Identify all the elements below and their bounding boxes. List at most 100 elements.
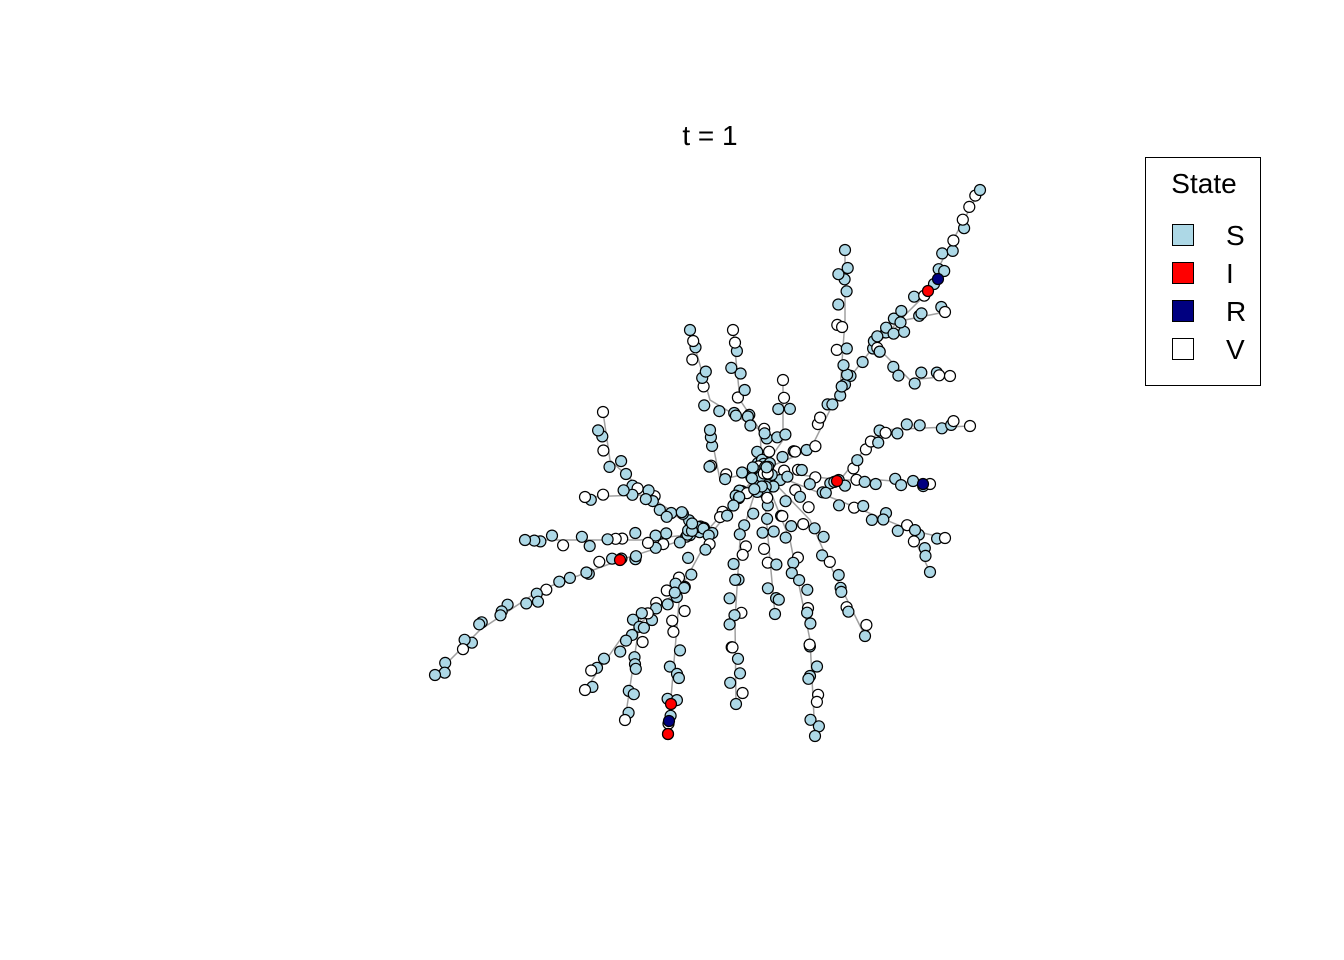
node-s: [629, 550, 643, 563]
node-s: [923, 565, 937, 579]
node-v: [757, 542, 771, 556]
node-s: [660, 527, 673, 540]
node-s: [857, 499, 870, 513]
node-s: [802, 672, 815, 685]
node-s: [869, 477, 882, 491]
node-s: [804, 617, 817, 630]
node-v: [762, 445, 776, 458]
node-s: [699, 365, 712, 378]
edge: [761, 469, 816, 737]
node-v: [728, 336, 742, 349]
legend-label-r: R: [1226, 296, 1247, 327]
node-i: [664, 697, 678, 711]
node-s: [936, 247, 949, 260]
node-v: [963, 419, 977, 433]
node-s: [815, 549, 829, 562]
node-s: [725, 361, 738, 374]
node-s: [520, 597, 533, 610]
node-s: [603, 460, 616, 473]
node-v: [578, 490, 592, 504]
node-s: [685, 517, 699, 530]
node-s: [810, 660, 824, 673]
node-v: [596, 405, 610, 419]
node-s: [895, 304, 908, 318]
node-s: [787, 556, 800, 569]
node-s: [865, 513, 879, 527]
node-v: [736, 686, 749, 700]
node-s: [428, 668, 442, 682]
node-s: [681, 551, 695, 565]
node-s: [713, 405, 726, 418]
node-s: [629, 526, 642, 540]
node-s: [783, 402, 797, 415]
node-s: [838, 243, 852, 257]
node-s: [614, 645, 627, 658]
edge: [761, 469, 866, 637]
node-s: [635, 607, 648, 620]
node-v: [788, 445, 802, 458]
node-s: [675, 506, 688, 519]
node-v: [556, 539, 570, 552]
node-s: [842, 605, 855, 618]
node-v: [686, 353, 699, 366]
node-s: [720, 509, 734, 522]
node-v: [726, 641, 739, 654]
node-s: [894, 316, 907, 329]
node-s: [563, 571, 577, 585]
node-s: [672, 671, 686, 685]
node-s: [727, 499, 740, 512]
node-s: [800, 606, 814, 619]
node-s: [518, 533, 532, 547]
node-s: [767, 525, 780, 538]
node-s: [601, 533, 614, 546]
node-s: [760, 461, 773, 474]
node-s: [808, 729, 822, 743]
node-s: [580, 566, 593, 579]
node-v: [678, 604, 691, 618]
node-s: [746, 461, 759, 474]
node-v: [907, 535, 921, 548]
node-s: [699, 543, 712, 556]
node-s: [723, 618, 736, 631]
legend-swatch-s: [1172, 224, 1194, 246]
node-v: [963, 200, 976, 213]
node-v: [830, 343, 843, 356]
node-v: [641, 536, 655, 550]
node-v: [879, 426, 892, 439]
node-s: [840, 342, 853, 355]
node-s: [639, 493, 652, 506]
node-s: [900, 418, 913, 431]
node-v: [823, 555, 836, 569]
node-s: [747, 507, 760, 520]
node-s: [597, 652, 611, 665]
node-s: [663, 660, 677, 673]
node-v: [731, 391, 745, 404]
node-s: [915, 307, 928, 320]
node-v: [726, 323, 740, 337]
node-s: [661, 598, 674, 611]
node-s: [856, 355, 869, 369]
node-s: [553, 575, 566, 588]
node-s: [841, 261, 854, 275]
node-s: [892, 369, 905, 382]
node-s: [729, 697, 743, 711]
node-v: [585, 664, 598, 677]
node-s: [760, 512, 774, 525]
node-s: [673, 536, 687, 549]
node-s: [698, 399, 711, 412]
node-s: [891, 427, 904, 440]
node-s: [729, 573, 742, 587]
node-s: [545, 529, 559, 542]
node-v: [456, 643, 470, 656]
node-s: [908, 523, 922, 537]
node-s: [808, 522, 821, 535]
node-s: [832, 298, 845, 311]
node-s: [733, 490, 746, 504]
node-s: [908, 377, 921, 390]
node-s: [858, 475, 871, 488]
node-s: [837, 359, 850, 372]
node-s: [744, 419, 757, 432]
node-s: [748, 483, 761, 496]
node-s: [575, 530, 589, 543]
node-s: [770, 558, 783, 571]
